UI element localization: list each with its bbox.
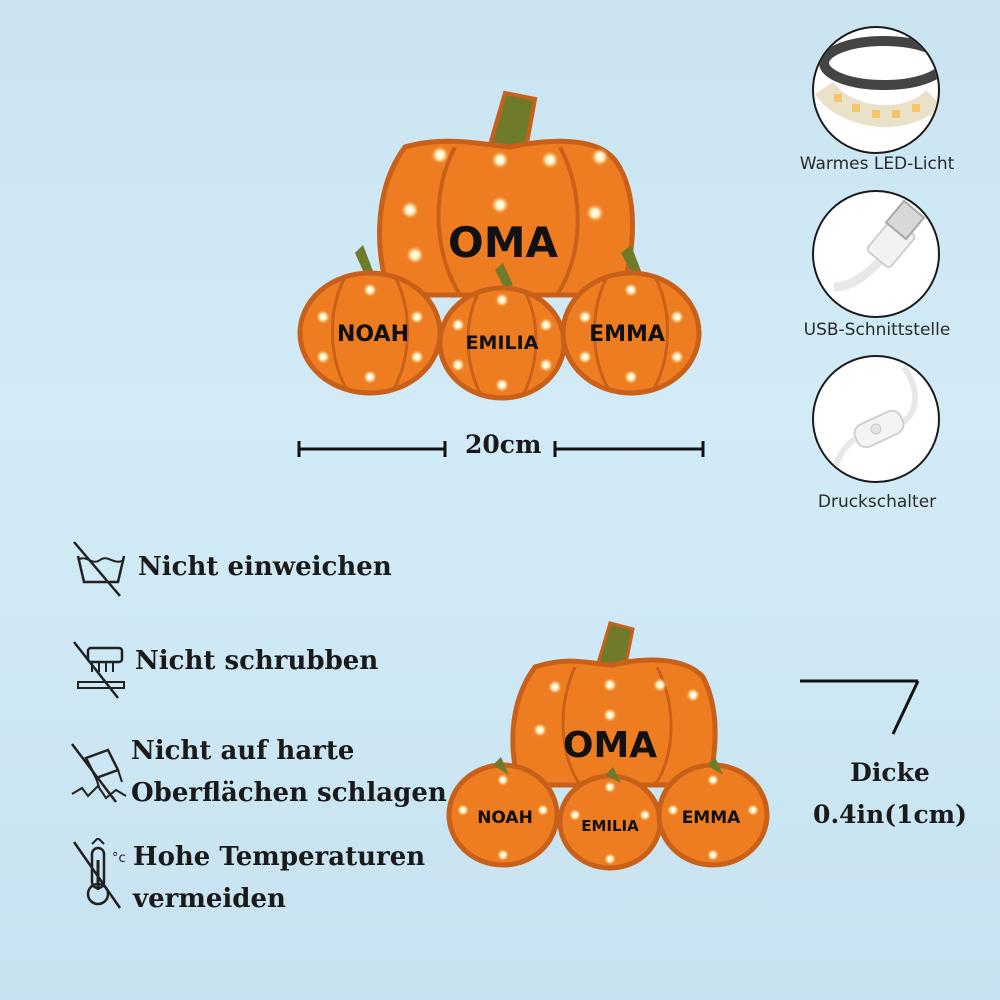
- main-name-label: OMA: [448, 218, 558, 267]
- led-bulbs: [316, 146, 684, 392]
- led-strip-image: [812, 26, 940, 154]
- no-hit-icon: [71, 743, 127, 803]
- width-label: 20cm: [465, 430, 542, 459]
- care-no-hit: Nicht auf harte Oberflächen schlagen: [131, 736, 447, 808]
- care-no-soak: Nicht einweichen: [138, 552, 392, 582]
- feature-label-switch: Druckschalter: [817, 492, 937, 512]
- child-name-label-angled-1: NOAH: [477, 808, 533, 828]
- thickness-label: Dicke 0.4in(1cm): [813, 758, 967, 829]
- pumpkin-lamp-angled: OMA NOAH EMILIA EMMA: [446, 621, 770, 871]
- thickness-indicator-line: [800, 679, 920, 735]
- child-name-label-2: EMILIA: [466, 332, 539, 354]
- pumpkin-lamp-front: OMA NOAH EMILIA EMMA: [297, 90, 702, 401]
- child-name-label-1: NOAH: [337, 322, 409, 347]
- usb-cable-icon: [833, 199, 926, 292]
- care-no-heat: Hohe Temperaturen vermeiden: [133, 842, 426, 914]
- push-switch-icon: [829, 365, 919, 481]
- feature-label-usb: USB-Schnittstelle: [803, 320, 951, 340]
- no-heat-icon: °c: [72, 838, 126, 909]
- usb-image: [812, 190, 940, 318]
- svg-text:°c: °c: [112, 851, 126, 866]
- child-name-label-angled-2: EMILIA: [581, 817, 639, 835]
- child-name-label-3: EMMA: [589, 322, 665, 347]
- care-no-scrub: Nicht schrubben: [135, 646, 379, 676]
- width-dimension-line: [297, 441, 705, 457]
- switch-image: [812, 355, 940, 483]
- main-name-label-angled: OMA: [563, 725, 657, 766]
- child-name-label-angled-3: EMMA: [682, 808, 741, 828]
- no-soak-icon: [73, 541, 126, 597]
- feature-label-led: Warmes LED-Licht: [799, 154, 955, 174]
- no-scrub-icon: [73, 641, 125, 699]
- led-strip-icon: [814, 36, 938, 128]
